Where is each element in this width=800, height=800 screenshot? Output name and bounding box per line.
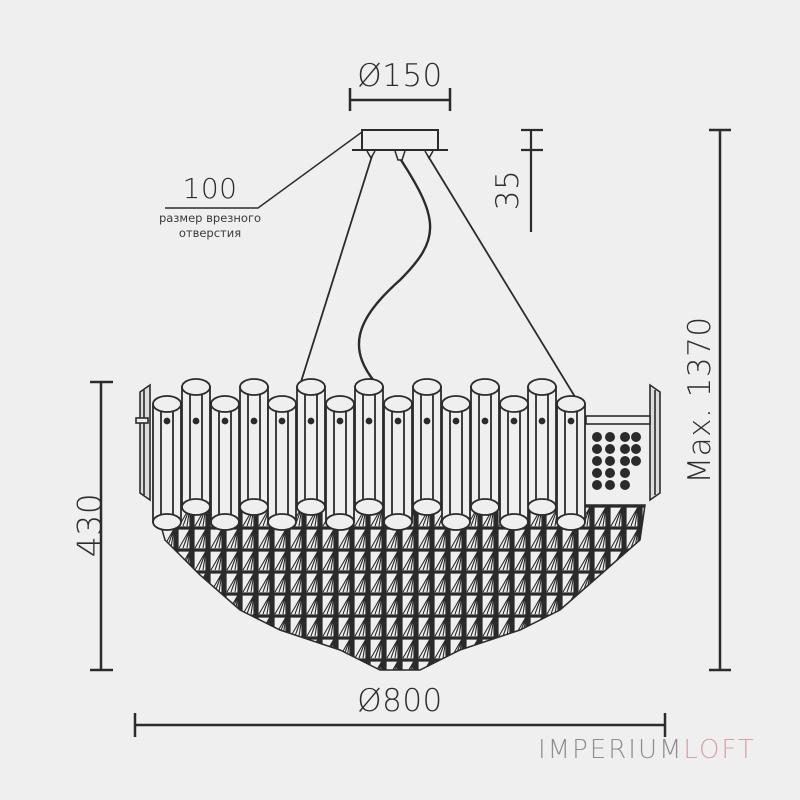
dim-line-canopy-diameter xyxy=(348,88,452,111)
suspension-cables xyxy=(299,155,581,406)
label-body-diameter: Ø800 xyxy=(357,683,443,719)
dim-line-canopy-height xyxy=(521,128,543,232)
label-canopy-height: 35 xyxy=(490,169,526,211)
brand-part1: IMPERIUM xyxy=(538,735,684,765)
cutout-note: размер врезного отверстия xyxy=(140,211,280,241)
crystal-cascade xyxy=(154,504,646,671)
label-canopy-diameter: Ø150 xyxy=(357,58,443,94)
label-max-height: Max. 1370 xyxy=(682,316,718,484)
side-bracket-right xyxy=(585,383,661,502)
bead-strings xyxy=(592,432,641,490)
dim-line-body-height xyxy=(90,380,113,672)
cutout-note-line1: размер врезного xyxy=(158,211,262,225)
canopy xyxy=(352,129,448,161)
cutout-note-line2: отверстия xyxy=(178,226,242,240)
side-bracket-left xyxy=(135,383,151,502)
leader-line-cutout xyxy=(165,131,363,209)
label-cutout-size: 100 xyxy=(182,172,238,205)
brand-part2: LOFT xyxy=(683,735,756,765)
brand-logo: IMPERIUMLOFT xyxy=(538,735,756,765)
glass-tubes xyxy=(152,378,586,531)
label-body-height: 430 xyxy=(70,492,109,558)
dim-line-max-height xyxy=(709,128,731,672)
dim-line-body-diameter xyxy=(133,713,667,737)
